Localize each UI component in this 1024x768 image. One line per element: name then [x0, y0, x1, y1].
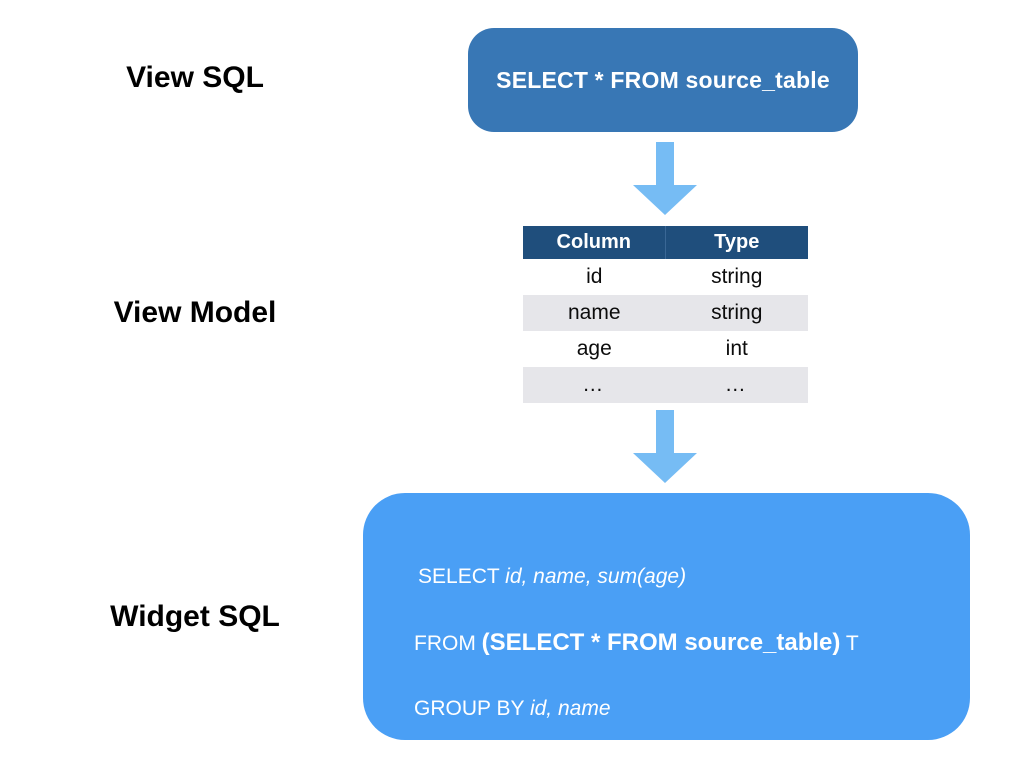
table-row: name string [523, 295, 808, 331]
view-model-table: Column Type id string name string age in… [523, 226, 808, 403]
table-cell-column: name [567, 301, 621, 324]
sql-alias: T [840, 632, 859, 655]
sql-columns: id, name [529, 697, 611, 720]
view-sql-box-text: SELECT * FROM source_table [496, 66, 830, 93]
table-header-type: Type [714, 231, 760, 253]
table-cell-type: … [724, 373, 749, 396]
table-cell-column: age [576, 337, 612, 360]
sql-subquery: (SELECT * FROM source_table) [481, 629, 841, 656]
table-row: id string [523, 259, 808, 295]
view-model-label: View Model [113, 296, 277, 329]
sql-keyword: FROM [414, 632, 482, 655]
widget-sql-box: SELECT id, name, sum(age) FROM (SELECT *… [363, 493, 970, 740]
widget-sql-line-groupby: GROUP BY id, name [379, 673, 611, 745]
widget-sql-line-from: FROM (SELECT * FROM source_table) T [379, 605, 859, 681]
table-header-column: Column [523, 226, 666, 259]
down-arrow-icon [633, 410, 697, 483]
sql-keyword: GROUP BY [414, 697, 530, 720]
table-cell-type: string [711, 265, 763, 288]
sql-columns: id, name, sum(age) [505, 565, 687, 588]
table-row: age int [523, 331, 808, 367]
down-arrow-icon [633, 142, 697, 215]
table-cell-type: int [725, 337, 748, 360]
sql-keyword: SELECT [418, 565, 506, 588]
table-header-row: Column Type [523, 226, 808, 259]
table-cell-type: string [711, 301, 763, 324]
table-cell-column: id [586, 265, 603, 288]
view-sql-label: View SQL [126, 61, 264, 94]
widget-sql-label: Widget SQL [110, 600, 280, 633]
view-sql-box: SELECT * FROM source_table [468, 28, 858, 132]
table-row: … … [523, 367, 808, 403]
widget-sql-line-select: SELECT id, name, sum(age) [383, 541, 686, 613]
table-cell-column: … [582, 373, 607, 396]
